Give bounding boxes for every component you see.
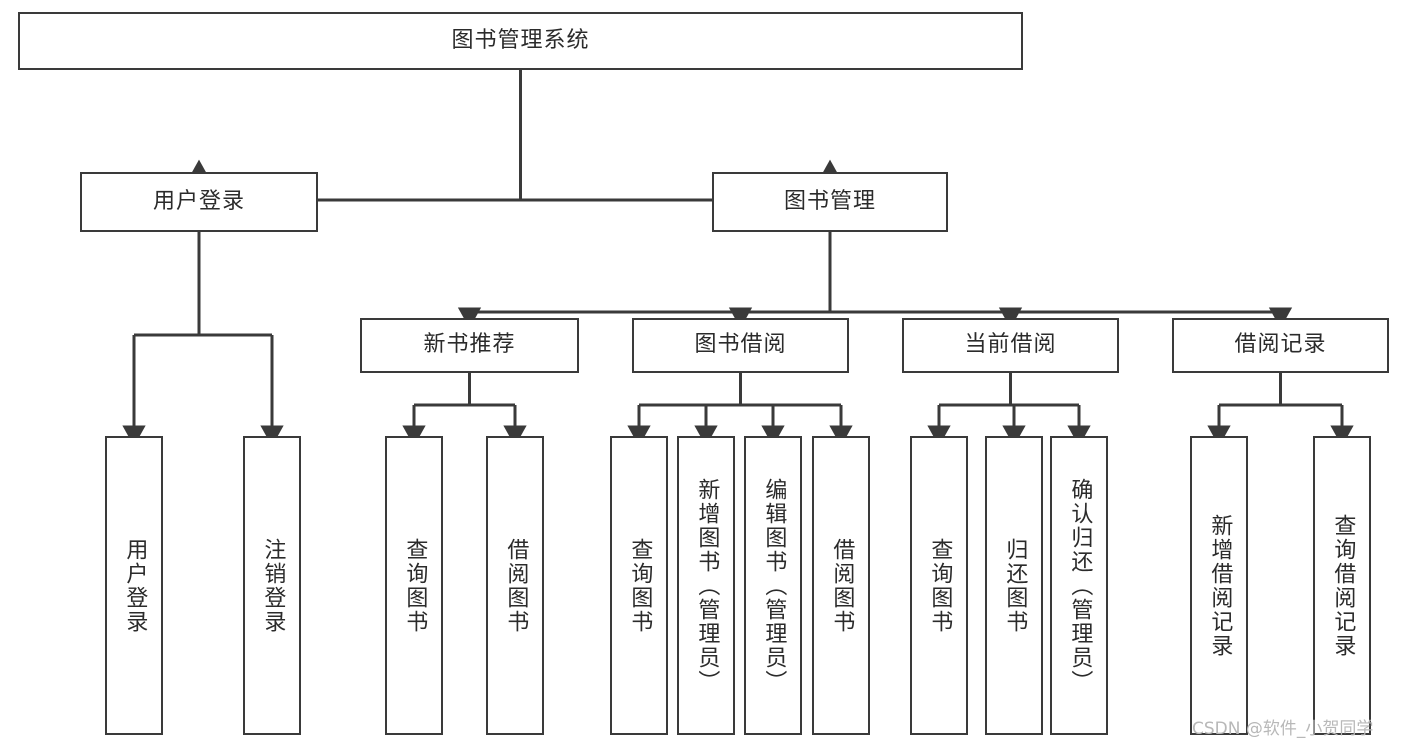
node-label: 借阅图书 [503, 537, 529, 634]
node-leaf-edit-book[interactable]: 编辑图书（管理员） [744, 436, 802, 735]
node-leaf-query-book-1[interactable]: 查询图书 [385, 436, 443, 735]
node-leaf-query-record[interactable]: 查询借阅记录 [1313, 436, 1371, 735]
node-label: 新增借阅记录 [1207, 513, 1233, 658]
node-label: 归还图书 [1002, 537, 1028, 634]
node-label: 图书管理 [783, 188, 876, 214]
node-label: 新书推荐 [423, 332, 516, 358]
node-leaf-add-record[interactable]: 新增借阅记录 [1190, 436, 1248, 735]
node-book-manage[interactable]: 图书管理 [712, 172, 948, 232]
node-leaf-borrow-book-1[interactable]: 借阅图书 [486, 436, 544, 735]
node-leaf-query-book-3[interactable]: 查询图书 [910, 436, 968, 735]
node-label: 查询借阅记录 [1330, 513, 1356, 658]
node-new-book-rec[interactable]: 新书推荐 [360, 318, 579, 373]
node-label: 用户登录 [122, 537, 148, 634]
node-label: 注销登录 [260, 537, 286, 634]
node-book-borrow[interactable]: 图书借阅 [632, 318, 849, 373]
node-label: 查询图书 [927, 537, 953, 634]
node-leaf-logout[interactable]: 注销登录 [243, 436, 301, 735]
node-label: 图书管理系统 [451, 27, 590, 53]
node-label: 借阅记录 [1234, 332, 1327, 358]
node-label: 用户登录 [152, 188, 245, 214]
node-label: 确认归还（管理员） [1067, 477, 1093, 694]
node-leaf-user-login[interactable]: 用户登录 [105, 436, 163, 735]
node-label: 编辑图书（管理员） [761, 477, 787, 694]
node-borrow-record[interactable]: 借阅记录 [1172, 318, 1389, 373]
node-label: 当前借阅 [964, 332, 1057, 358]
csdn-watermark: CSDN @软件_小贺同学 [1192, 719, 1374, 739]
node-root[interactable]: 图书管理系统 [18, 12, 1023, 70]
node-label: 新增图书（管理员） [694, 477, 720, 694]
node-label: 查询图书 [627, 537, 653, 634]
node-user-login[interactable]: 用户登录 [80, 172, 318, 232]
node-leaf-confirm-return[interactable]: 确认归还（管理员） [1050, 436, 1108, 735]
node-label: 查询图书 [402, 537, 428, 634]
node-leaf-query-book-2[interactable]: 查询图书 [610, 436, 668, 735]
node-current-borrow[interactable]: 当前借阅 [902, 318, 1119, 373]
node-label: 图书借阅 [694, 332, 787, 358]
node-leaf-return-book[interactable]: 归还图书 [985, 436, 1043, 735]
node-leaf-add-book[interactable]: 新增图书（管理员） [677, 436, 735, 735]
node-label: 借阅图书 [829, 537, 855, 634]
node-leaf-borrow-book-2[interactable]: 借阅图书 [812, 436, 870, 735]
